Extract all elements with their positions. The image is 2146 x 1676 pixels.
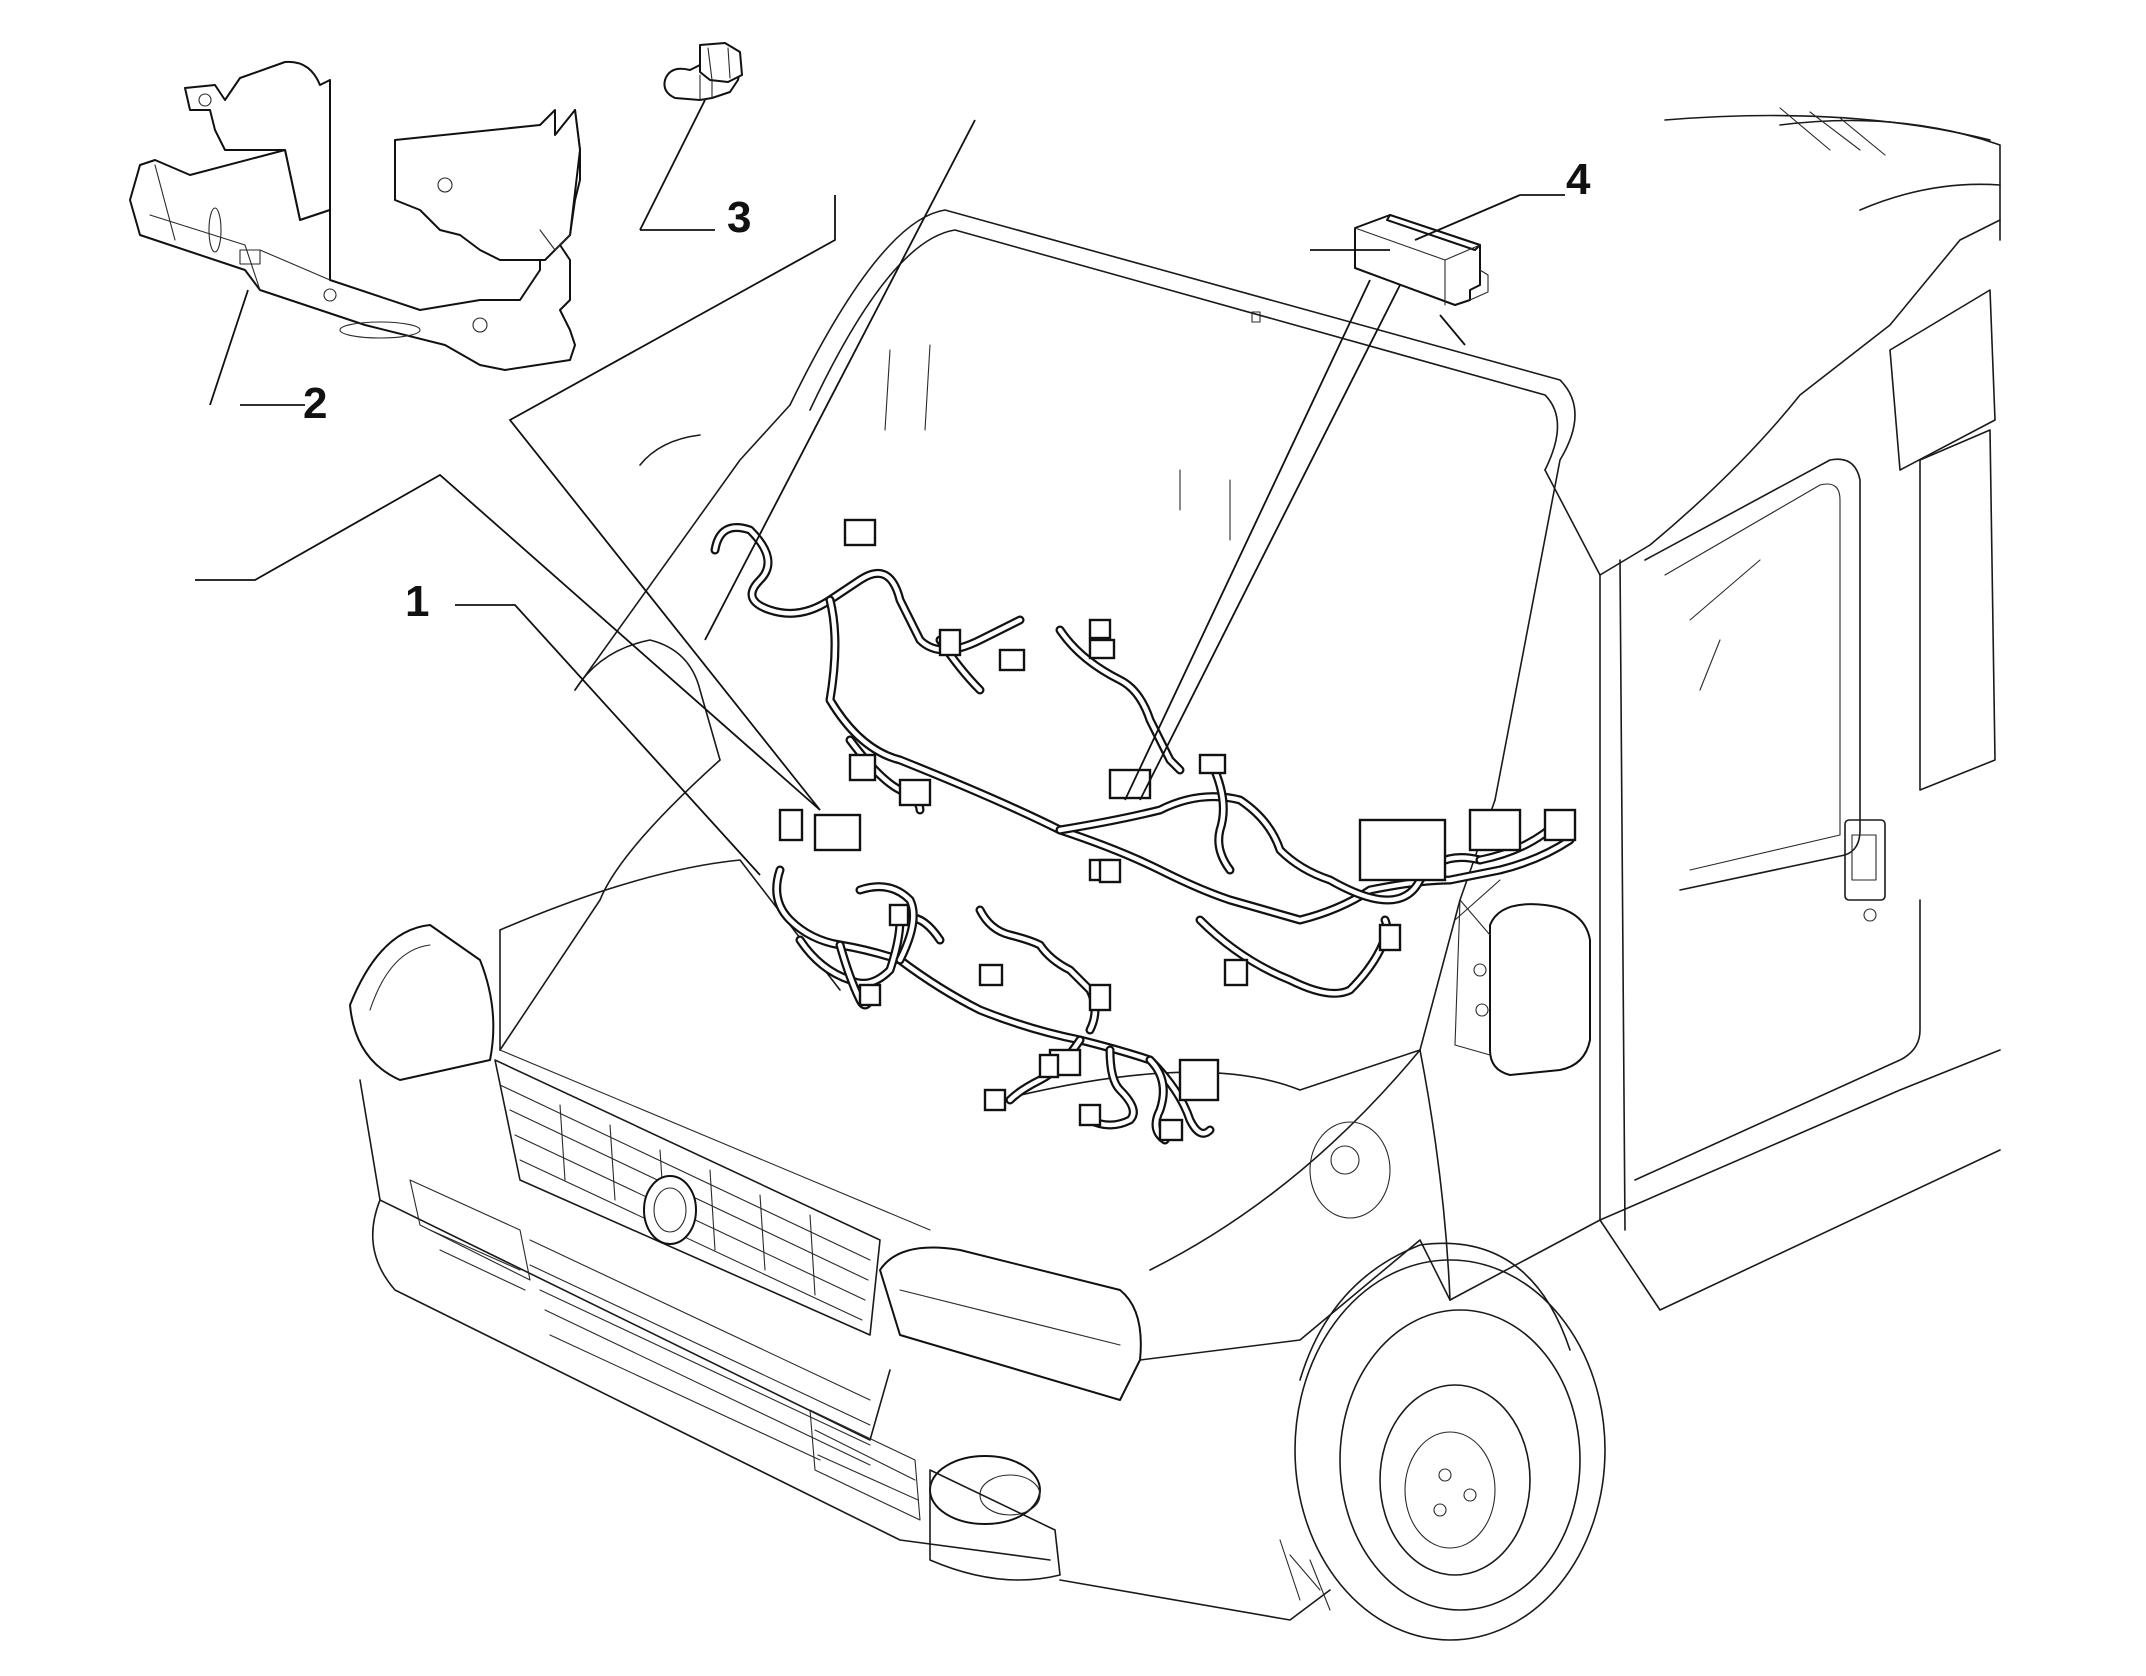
callout-4: 4 [1566,155,1591,204]
callout-1: 1 [405,577,429,626]
bolt-part [663,42,743,101]
callout-2: 2 [303,379,327,428]
callout-labels: 1 2 3 4 [303,155,1591,626]
fuse-box-cover-part [1354,214,1489,306]
wiring-harness [710,518,1577,1145]
leader-lines [195,99,1565,876]
callout-3: 3 [727,193,751,242]
bracket-part [129,60,581,371]
van-body-outline [349,107,2001,1641]
